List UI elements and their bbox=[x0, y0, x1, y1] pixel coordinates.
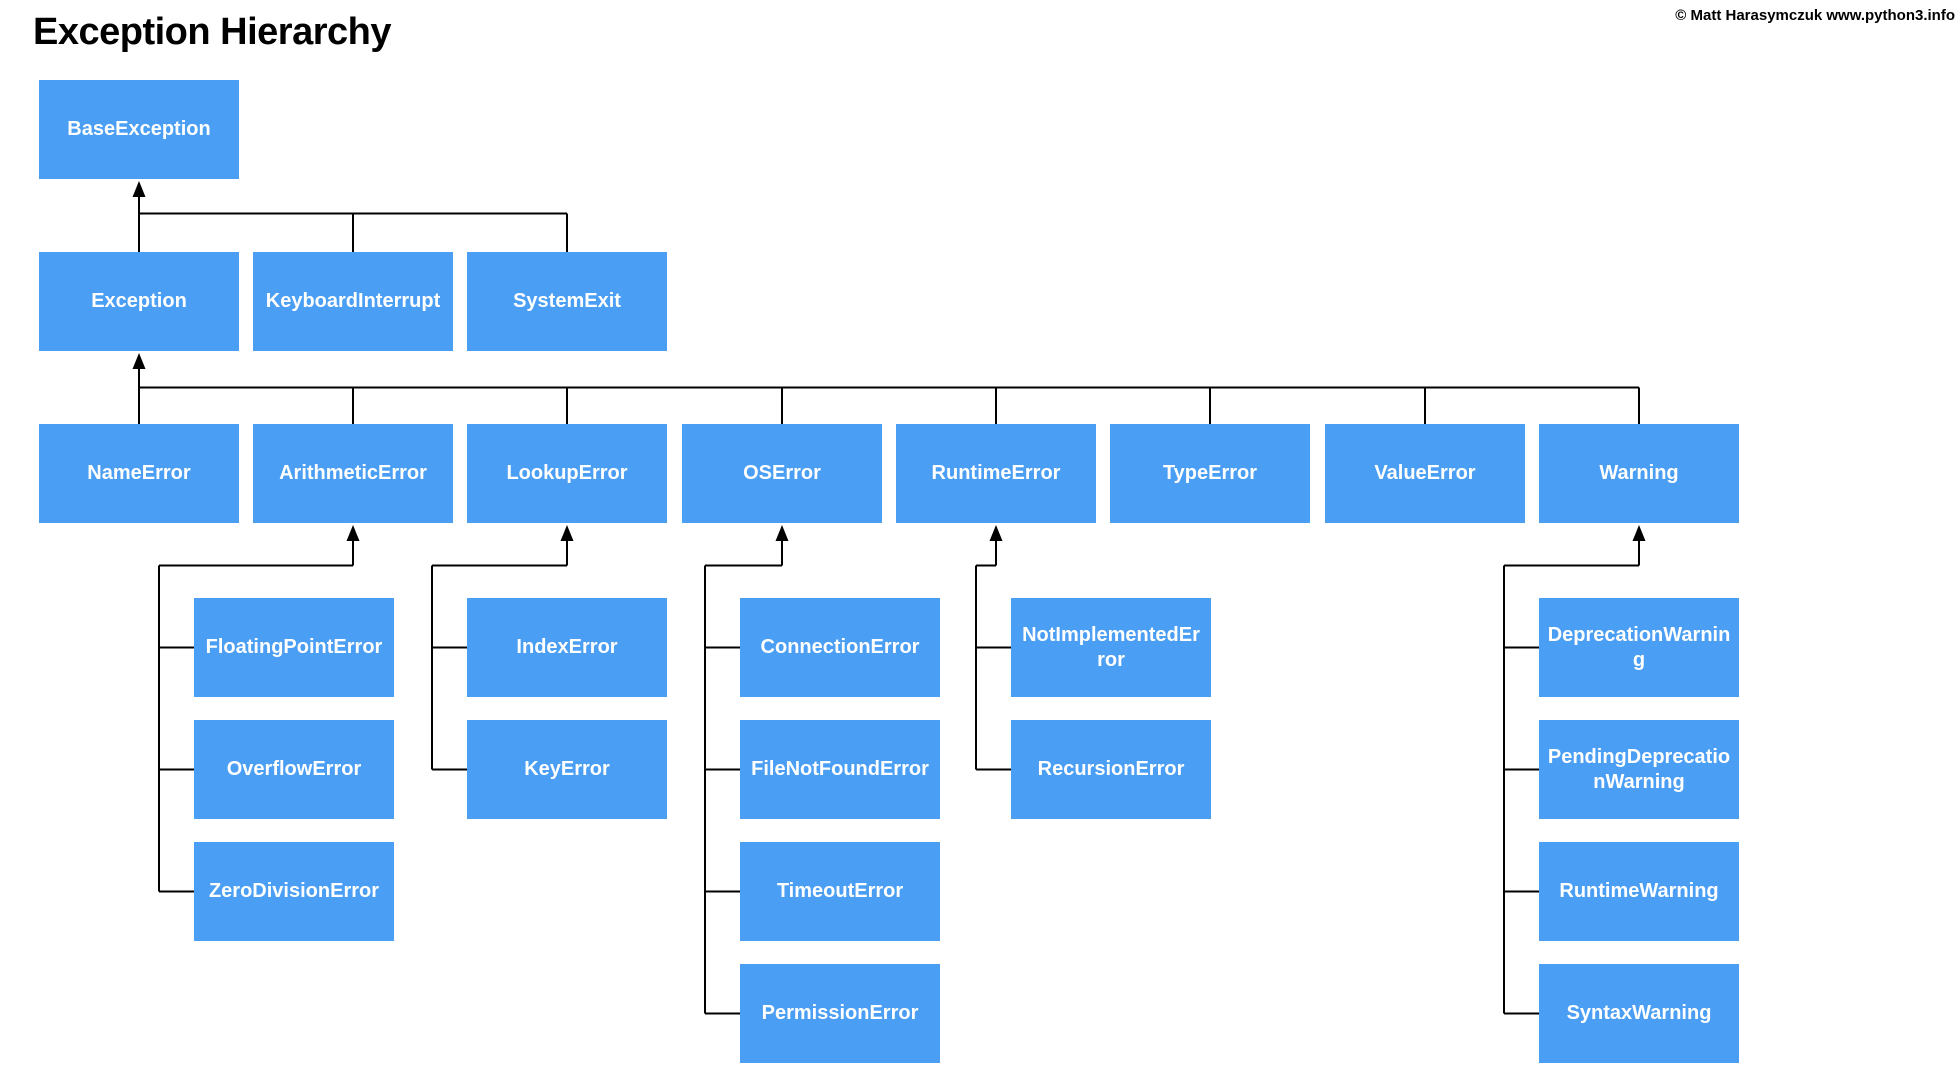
node-OSError: OSError bbox=[682, 424, 882, 523]
node-label: PendingDeprecationWarning bbox=[1547, 745, 1731, 793]
connectors-of-RuntimeError bbox=[974, 525, 1011, 771]
node-DeprecationWarning: DeprecationWarning bbox=[1539, 598, 1739, 697]
node-OverflowError: OverflowError bbox=[194, 720, 394, 819]
node-KeyboardInterrupt: KeyboardInterrupt bbox=[253, 252, 453, 351]
copyright-credit: © Matt Harasymczuk www.python3.info bbox=[1675, 7, 1955, 24]
page-title: Exception Hierarchy bbox=[33, 11, 391, 53]
connectors-of-LookupError bbox=[430, 525, 574, 771]
node-label: ValueError bbox=[1374, 462, 1476, 484]
node-ZeroDivisionError: ZeroDivisionError bbox=[194, 842, 394, 941]
arrowhead-up-icon bbox=[132, 181, 146, 197]
node-TypeError: TypeError bbox=[1110, 424, 1310, 523]
node-ArithmeticError: ArithmeticError bbox=[253, 424, 453, 523]
arrowhead-up-icon bbox=[775, 525, 789, 541]
node-label: Exception bbox=[91, 290, 187, 312]
node-Warning: Warning bbox=[1539, 424, 1739, 523]
node-TimeoutError: TimeoutError bbox=[740, 842, 940, 941]
node-label: LookupError bbox=[506, 462, 628, 484]
arrowhead-up-icon bbox=[560, 525, 574, 541]
node-FloatingPointError: FloatingPointError bbox=[194, 598, 394, 697]
node-label: Warning bbox=[1599, 462, 1679, 484]
node-SyntaxWarning: SyntaxWarning bbox=[1539, 964, 1739, 1063]
node-label: TypeError bbox=[1162, 462, 1258, 484]
node-ConnectionError: ConnectionError bbox=[740, 598, 940, 697]
node-NameError: NameError bbox=[39, 424, 239, 523]
node-label: ConnectionError bbox=[760, 636, 920, 658]
node-label: DeprecationWarning bbox=[1547, 623, 1731, 671]
arrowhead-up-icon bbox=[989, 525, 1003, 541]
node-label: KeyboardInterrupt bbox=[265, 290, 441, 312]
node-PermissionError: PermissionError bbox=[740, 964, 940, 1063]
node-label: ArithmeticError bbox=[279, 462, 427, 484]
node-label: NameError bbox=[87, 462, 191, 484]
node-RuntimeError: RuntimeError bbox=[896, 424, 1096, 523]
node-RuntimeWarning: RuntimeWarning bbox=[1539, 842, 1739, 941]
node-BaseException: BaseException bbox=[39, 80, 239, 179]
node-ValueError: ValueError bbox=[1325, 424, 1525, 523]
node-label: OSError bbox=[743, 462, 821, 484]
connectors-of-OSError bbox=[703, 525, 789, 1015]
node-label: IndexError bbox=[516, 636, 618, 658]
node-NotImplementedError: NotImplementedError bbox=[1011, 598, 1211, 697]
arrowhead-up-icon bbox=[346, 525, 360, 541]
node-Exception: Exception bbox=[39, 252, 239, 351]
node-label: ZeroDivisionError bbox=[208, 880, 380, 902]
node-label: TimeoutError bbox=[776, 880, 904, 902]
node-label: NotImplementedError bbox=[1022, 623, 1200, 671]
node-label: PermissionError bbox=[761, 1002, 919, 1024]
node-label: RuntimeError bbox=[931, 462, 1061, 484]
node-label: BaseException bbox=[67, 118, 211, 140]
node-label: SystemExit bbox=[513, 290, 621, 312]
node-label: FloatingPointError bbox=[205, 636, 383, 658]
connectors-of-Exception bbox=[132, 353, 1641, 424]
node-label: OverflowError bbox=[226, 758, 362, 780]
node-label: RecursionError bbox=[1037, 758, 1185, 780]
node-PendingDeprecationWarning: PendingDeprecationWarning bbox=[1539, 720, 1739, 819]
node-LookupError: LookupError bbox=[467, 424, 667, 523]
connectors-of-BaseException bbox=[132, 181, 569, 252]
arrowhead-up-icon bbox=[1632, 525, 1646, 541]
connectors-of-ArithmeticError bbox=[157, 525, 360, 893]
node-IndexError: IndexError bbox=[467, 598, 667, 697]
node-SystemExit: SystemExit bbox=[467, 252, 667, 351]
node-label: SyntaxWarning bbox=[1566, 1002, 1712, 1024]
node-label: KeyError bbox=[524, 758, 610, 780]
arrowhead-up-icon bbox=[132, 353, 146, 369]
node-label: FileNotFoundError bbox=[751, 758, 929, 780]
node-KeyError: KeyError bbox=[467, 720, 667, 819]
node-RecursionError: RecursionError bbox=[1011, 720, 1211, 819]
connectors-of-Warning bbox=[1502, 525, 1646, 1015]
node-label: RuntimeWarning bbox=[1559, 880, 1719, 902]
node-FileNotFoundError: FileNotFoundError bbox=[740, 720, 940, 819]
